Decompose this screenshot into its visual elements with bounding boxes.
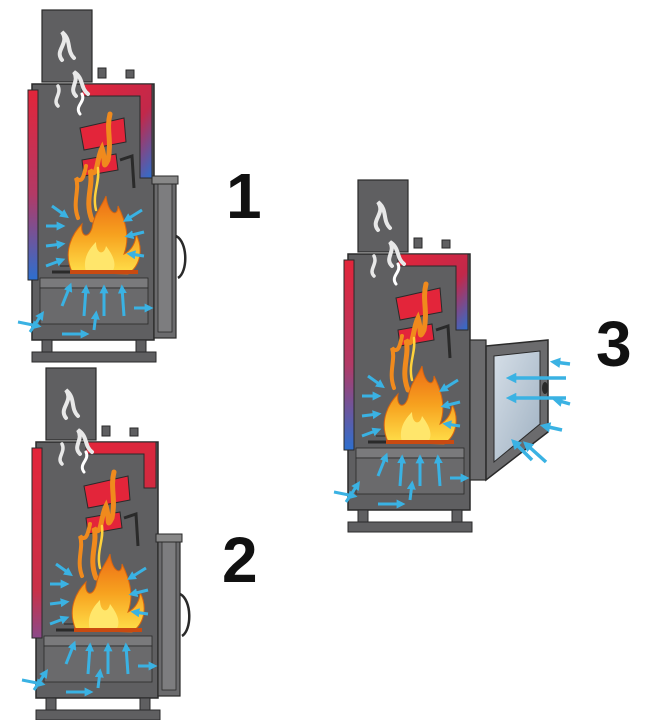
heat-panel-icon <box>27 89 39 281</box>
stove-label-3: 3 <box>596 308 632 380</box>
stove-1 <box>18 8 187 364</box>
stove-label-1: 1 <box>226 160 262 232</box>
heat-panel-icon <box>343 259 355 451</box>
stove-2 <box>22 366 191 720</box>
stove-3 <box>334 178 571 534</box>
heat-panel-icon <box>31 447 43 639</box>
air-arrow-icon <box>505 357 571 464</box>
stove-label-2: 2 <box>222 524 258 596</box>
